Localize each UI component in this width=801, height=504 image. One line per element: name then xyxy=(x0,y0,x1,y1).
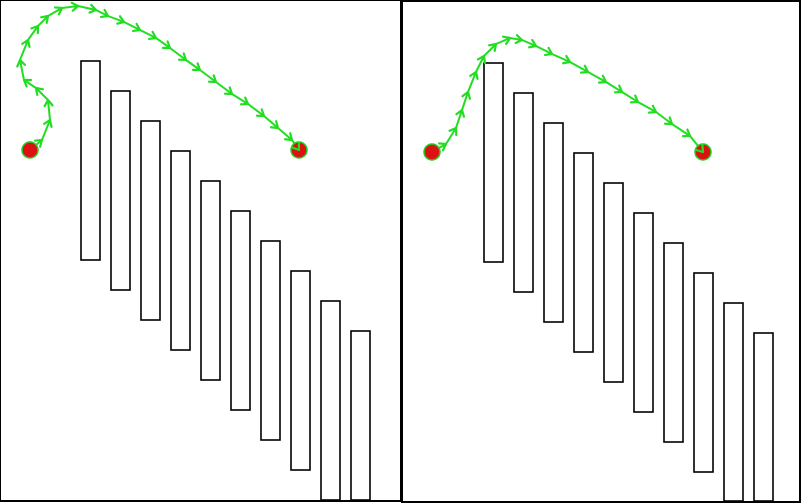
obstacle-wall xyxy=(573,152,594,353)
obstacles-right xyxy=(483,62,774,502)
obstacle-wall xyxy=(200,180,221,381)
direction-arrow-icon xyxy=(681,128,692,138)
obstacle-wall xyxy=(140,120,161,321)
direction-arrow-icon xyxy=(543,46,554,57)
obstacle-wall xyxy=(633,212,654,413)
obstacle-wall xyxy=(513,92,534,293)
direction-arrow-icon xyxy=(21,38,31,48)
direction-arrow-icon xyxy=(476,54,487,65)
direction-arrow-icon xyxy=(223,86,234,96)
direction-arrow-icon xyxy=(562,54,572,65)
direction-arrow-icon xyxy=(502,35,512,46)
direction-arrow-icon xyxy=(597,74,608,84)
direction-arrow-icon xyxy=(207,74,218,84)
direction-arrow-icon xyxy=(34,86,44,96)
direction-arrow-icon xyxy=(30,24,40,35)
direction-arrow-icon xyxy=(99,8,110,19)
direction-arrow-icon xyxy=(22,78,33,88)
direction-arrow-icon xyxy=(40,14,50,24)
direction-arrow-icon xyxy=(161,40,172,50)
direction-arrow-icon xyxy=(43,98,54,108)
obstacle-wall xyxy=(543,122,564,323)
direction-arrow-icon xyxy=(131,22,142,33)
direction-arrow-icon xyxy=(455,108,466,118)
obstacle-wall xyxy=(603,182,624,383)
direction-arrow-icon xyxy=(695,143,705,154)
direction-arrow-icon xyxy=(147,30,158,41)
obstacle-wall xyxy=(80,60,101,261)
direction-arrow-icon xyxy=(613,84,624,94)
direction-arrow-icon xyxy=(255,108,266,118)
trajectory-left xyxy=(16,1,308,159)
direction-arrow-icon xyxy=(461,90,472,100)
direction-arrow-icon xyxy=(437,142,448,152)
obstacle-wall xyxy=(723,302,744,502)
obstacle-wall xyxy=(170,150,191,351)
direction-arrow-icon xyxy=(283,132,294,142)
panel-right xyxy=(401,0,801,503)
direction-arrow-icon xyxy=(514,34,524,45)
start-point xyxy=(423,143,441,161)
direction-arrow-icon xyxy=(33,138,44,148)
panel-left xyxy=(0,0,402,502)
direction-arrow-icon xyxy=(579,64,590,74)
obstacle-wall xyxy=(350,330,371,501)
direction-arrow-icon xyxy=(191,62,202,72)
direction-arrow-icon xyxy=(70,1,80,12)
obstacle-wall xyxy=(110,90,131,291)
obstacles-left xyxy=(80,60,371,501)
direction-arrow-icon xyxy=(663,116,674,126)
direction-arrow-icon xyxy=(239,96,250,106)
direction-arrow-icon xyxy=(53,6,64,16)
direction-arrow-icon xyxy=(269,120,280,130)
direction-arrow-icon xyxy=(469,70,479,80)
panel-right-frame xyxy=(401,0,801,503)
obstacle-wall xyxy=(483,62,504,263)
direction-arrow-icon xyxy=(448,126,458,137)
direction-arrow-icon xyxy=(88,3,98,14)
trajectory-line xyxy=(431,37,704,153)
obstacle-wall xyxy=(663,242,684,443)
direction-arrow-icon xyxy=(116,15,126,25)
obstacle-wall xyxy=(753,332,774,502)
direction-arrow-icon xyxy=(647,104,658,114)
obstacle-wall xyxy=(290,270,311,471)
direction-arrow-icon xyxy=(43,118,53,128)
trajectory-right xyxy=(423,34,712,161)
direction-arrow-icon xyxy=(177,52,188,62)
direction-arrow-icon xyxy=(16,58,27,68)
obstacle-wall xyxy=(693,272,714,473)
direction-arrow-icon xyxy=(488,42,498,52)
start-point xyxy=(21,141,39,159)
obstacle-wall xyxy=(320,300,341,501)
direction-arrow-icon xyxy=(629,94,640,104)
direction-arrow-icon xyxy=(291,141,301,152)
obstacle-wall xyxy=(260,240,281,441)
obstacle-wall xyxy=(230,210,251,411)
direction-arrow-icon xyxy=(528,38,538,49)
